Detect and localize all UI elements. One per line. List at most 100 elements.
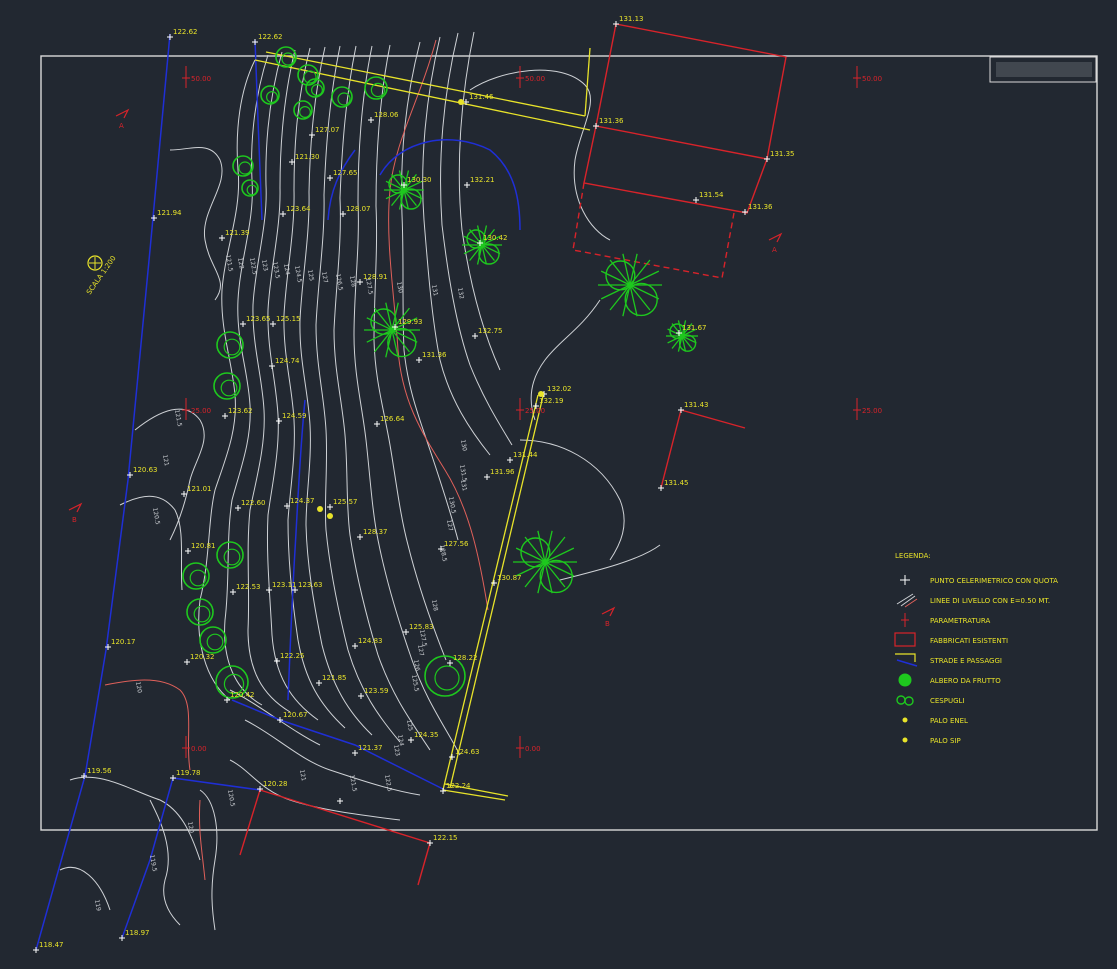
contour-icon [896,593,916,607]
point-elevation-label: 127.56 [444,540,469,548]
survey-point: 131.45 [658,479,689,491]
point-elevation-label: 124.74 [275,357,300,365]
contour-label: 119.5 [148,854,158,872]
point-elevation-label: 125.15 [276,315,301,323]
grid-marker: 25.00 [182,398,211,420]
point-elevation-label: 131.67 [682,324,707,332]
point-elevation-label: 123.59 [364,687,389,695]
contour-label: 119 [93,899,102,912]
survey-point: 128.37 [357,528,388,540]
survey-point: 124.63 [449,748,480,760]
point-elevation-label: 118.47 [39,941,64,949]
grid-marker: 0.00 [182,736,207,758]
contour-label: 120 [134,681,143,694]
point-cross-icon [309,132,315,138]
point-cross-icon [269,363,275,369]
legend-item: ALBERO DA FRUTTO [898,673,1001,687]
point-cross-icon [167,34,173,40]
survey-point: 124.59 [276,412,307,424]
survey-point: 130.30 [401,176,432,188]
legend-item-label: PALO SIP [930,737,961,745]
point-cross-icon [284,503,290,509]
bush-icon [199,626,227,654]
pole-marker [538,391,544,397]
survey-point: 122.15 [427,834,458,846]
point-cross-icon [266,587,272,593]
point-cross-icon [374,421,380,427]
point-cross-icon [81,773,87,779]
survey-point: 126.64 [374,415,405,427]
survey-point: 131.44 [507,451,538,463]
survey-point: 132.19 [533,397,564,409]
survey-point: 121.39 [219,229,250,241]
survey-point: 122.62 [252,33,283,45]
grid-marker: 50.00 [182,66,211,88]
point-cross-icon [151,215,157,221]
survey-point: 132.21 [464,176,495,188]
point-elevation-label: 124.63 [455,748,480,756]
legend-item-label: PARAMETRATURA [930,617,990,625]
survey-point: 120.63 [127,466,158,478]
point-elevation-label: 123.11 [272,581,297,589]
section-label: A [119,122,124,130]
legend-item: FABBRICATI ESISTENTI [894,632,1008,647]
survey-point: 121.94 [151,209,182,221]
survey-point [337,798,343,804]
grid-marker: 0.00 [516,736,541,758]
point-cross-icon [693,197,699,203]
point-cross-icon [658,485,664,491]
survey-point: 121.37 [352,744,383,756]
section-marker: A [768,232,783,254]
survey-point: 125.57 [327,498,358,510]
building-icon [894,632,916,647]
point-cross-icon [240,321,246,327]
survey-point: 120.28 [257,780,288,792]
contour-label: 123.5 [271,261,281,279]
point-elevation-label: 122.24 [446,782,471,790]
point-elevation-label: 131.96 [490,468,515,476]
point-elevation-label: 121.30 [295,153,320,161]
point-elevation-label: 119.78 [176,769,201,777]
point-cross-icon [316,680,322,686]
point-elevation-label: 121.85 [322,674,347,682]
point-elevation-label: 129.93 [398,318,423,326]
point-cross-icon [449,754,455,760]
point-elevation-label: 128.37 [363,528,388,536]
point-elevation-label: 132.21 [470,176,495,184]
point-elevation-label: 128.06 [374,111,399,119]
contour-label: 128.5 [438,544,448,562]
point-elevation-label: 127.07 [315,126,340,134]
point-cross-icon [127,472,133,478]
survey-point: 124.74 [269,357,300,369]
legend-item: PALO ENEL [902,717,968,725]
point-elevation-label: 131.46 [469,93,494,101]
contour-label: 124 [282,263,291,276]
contour-label: 130.5 [447,496,457,514]
bush-icon [293,100,313,120]
point-elevation-label: 122.62 [258,33,283,41]
point-elevation-label: 130.30 [407,176,432,184]
point-elevation-label: 131.36 [599,117,624,125]
section-label: A [772,246,777,254]
point-elevation-label: 122.15 [433,834,458,842]
section-marker: B [601,606,616,628]
grid-label: 25.00 [525,407,545,415]
point-cross-icon [276,418,282,424]
survey-point: 118.47 [33,941,64,953]
survey-point: 127.07 [309,126,340,138]
survey-point: 123.11 [266,581,297,593]
survey-point: 127.65 [327,169,358,181]
fruit-tree-icon [898,673,912,687]
point-elevation-label: 121.37 [358,744,383,752]
point-cross-icon [230,589,236,595]
contour-label: 121.5 [348,774,358,792]
point-elevation-label: 119.56 [87,767,112,775]
survey-point: 131.54 [693,191,724,203]
legend-item: STRADE E PASSAGGI [895,653,1002,667]
survey-point: 121.01 [181,485,212,497]
point-elevation-label: 128.22 [453,654,478,662]
point-elevation-label: 130.87 [497,574,522,582]
point-cross-icon [507,457,513,463]
point-cross-icon [352,643,358,649]
point-elevation-label: 132.75 [478,327,503,335]
